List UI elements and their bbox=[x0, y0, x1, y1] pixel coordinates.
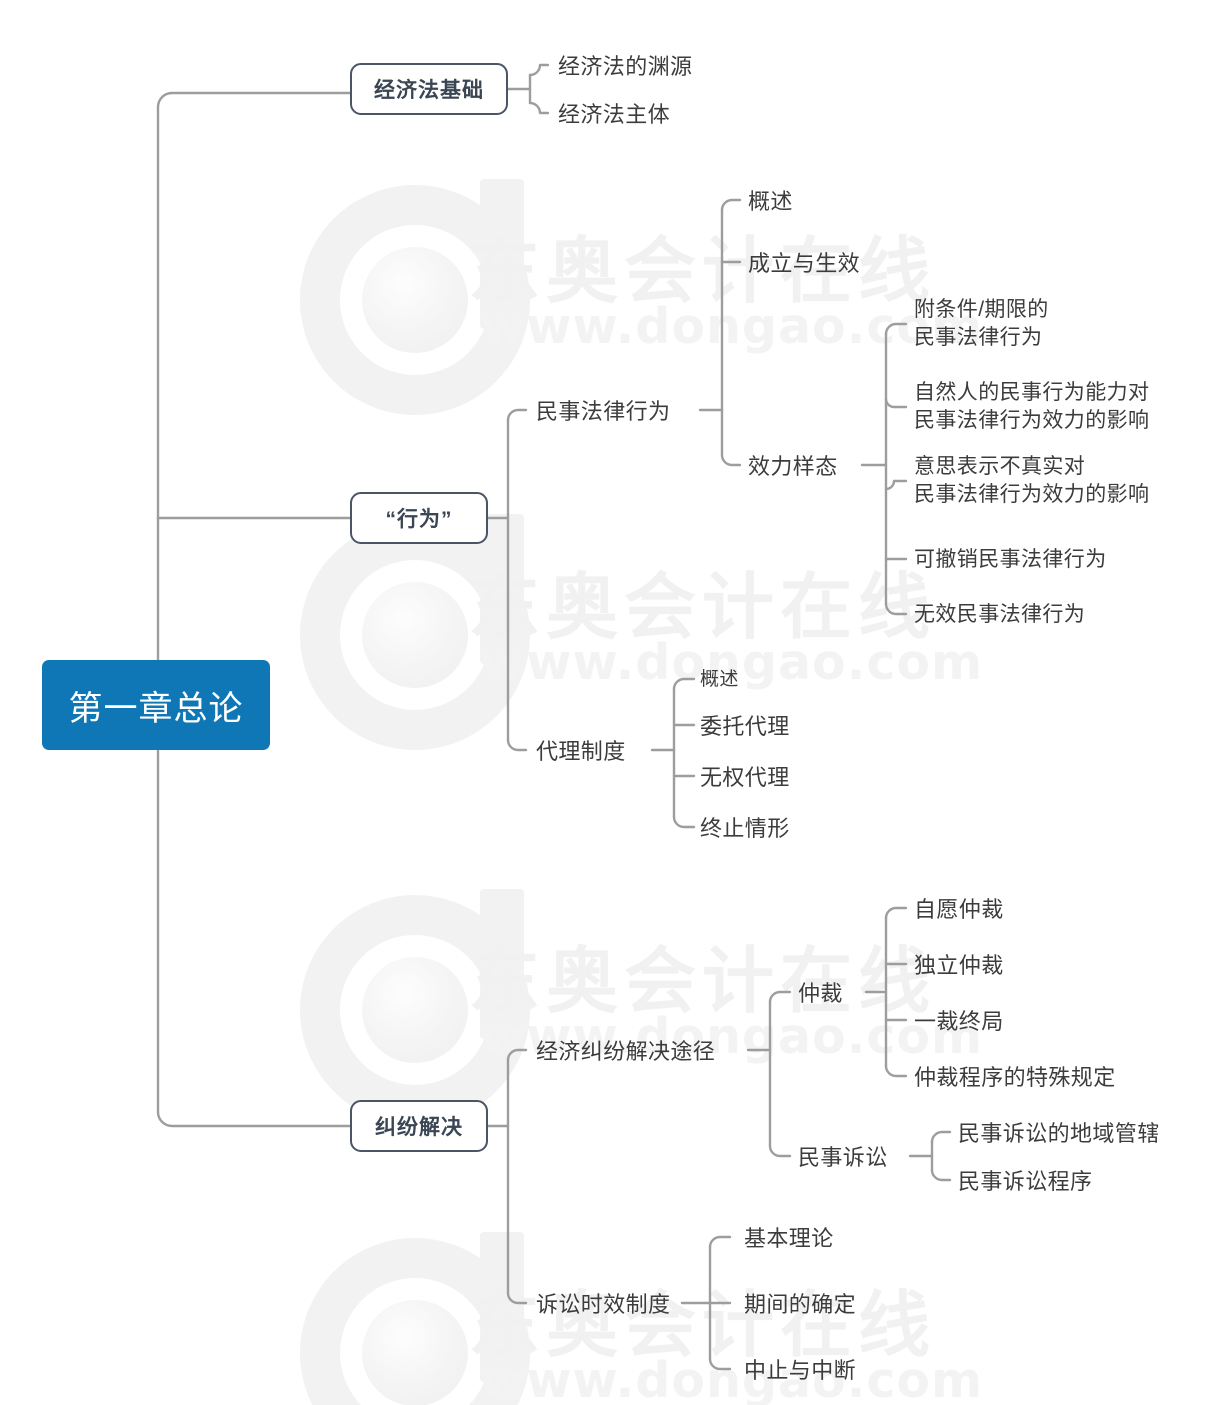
node-minshi-susong[interactable]: 民事诉讼 bbox=[798, 1145, 888, 1170]
leaf-minshi-susong-diyu-guanxia[interactable]: 民事诉讼的地域管辖 bbox=[958, 1121, 1160, 1146]
leaf-weituo-daili[interactable]: 委托代理 bbox=[700, 714, 790, 739]
branch-node-jiufen-jiejue[interactable]: 纠纷解决 bbox=[350, 1100, 488, 1152]
dongao-d-logo-icon bbox=[300, 889, 530, 1125]
leaf-chengli-yu-shengxiao[interactable]: 成立与生效 bbox=[748, 251, 861, 276]
leaf-futiaojian-qixian[interactable]: 附条件/期限的 民事法律行为 bbox=[914, 298, 1049, 350]
leaf-wuquan-daili[interactable]: 无权代理 bbox=[700, 765, 790, 790]
root-node[interactable]: 第一章总论 bbox=[42, 660, 270, 750]
watermark-brand-text: 东奥会计在线 bbox=[468, 229, 937, 313]
leaf-zhongzhi-qingxing[interactable]: 终止情形 bbox=[700, 816, 790, 841]
dongao-d-logo-icon bbox=[300, 179, 530, 415]
leaf-zhongzhi-yu-zhongduan[interactable]: 中止与中断 bbox=[744, 1358, 857, 1383]
leaf-ziranren-xingwei-nengli[interactable]: 自然人的民事行为能力对 民事法律行为效力的影响 bbox=[914, 381, 1150, 433]
leaf-yicai-zhongju[interactable]: 一裁终局 bbox=[914, 1009, 1004, 1034]
branch-node-jingjifa-jichu[interactable]: 经济法基础 bbox=[350, 63, 508, 115]
leaf-jingjifa-zhuti[interactable]: 经济法主体 bbox=[558, 102, 671, 127]
leaf-duli-zhongcai[interactable]: 独立仲裁 bbox=[914, 953, 1004, 978]
leaf-daili-gaishu[interactable]: 概述 bbox=[700, 669, 739, 690]
leaf-yisi-biaoshi-bu-zhenshi[interactable]: 意思表示不真实对 民事法律行为效力的影响 bbox=[914, 455, 1150, 507]
node-susong-shixiao-zhidu[interactable]: 诉讼时效制度 bbox=[536, 1292, 671, 1317]
leaf-zhongcai-chengxu-teshu-guiding[interactable]: 仲裁程序的特殊规定 bbox=[914, 1065, 1116, 1090]
watermark-brand-text: 东奥会计在线 bbox=[468, 565, 937, 649]
node-zhongcai[interactable]: 仲裁 bbox=[798, 981, 843, 1006]
leaf-minshi-susong-chengxu[interactable]: 民事诉讼程序 bbox=[958, 1169, 1093, 1194]
watermark-brand-text: 东奥会计在线 bbox=[468, 939, 937, 1023]
leaf-ziyuan-zhongcai[interactable]: 自愿仲裁 bbox=[914, 897, 1004, 922]
node-daili-zhidu[interactable]: 代理制度 bbox=[536, 739, 626, 764]
dongao-d-logo-icon bbox=[300, 1232, 530, 1405]
watermark-url-text: www.dongao.com bbox=[480, 298, 984, 355]
watermark-url-text: www.dongao.com bbox=[480, 1352, 984, 1405]
node-minshi-falv-xingwei[interactable]: 民事法律行为 bbox=[536, 399, 671, 424]
leaf-wuxiao-minshi-falv-xingwei[interactable]: 无效民事法律行为 bbox=[914, 603, 1086, 626]
branch-node-xingwei[interactable]: “行为” bbox=[350, 492, 488, 544]
leaf-jingjifa-yuanyuan[interactable]: 经济法的渊源 bbox=[558, 54, 693, 79]
leaf-qijian-de-queding[interactable]: 期间的确定 bbox=[744, 1292, 857, 1317]
dongao-d-logo-icon bbox=[300, 514, 530, 750]
leaf-minshi-gaishu[interactable]: 概述 bbox=[748, 189, 793, 214]
leaf-jiben-lilun[interactable]: 基本理论 bbox=[744, 1226, 834, 1251]
leaf-kechexiao-minshi-falv-xingwei[interactable]: 可撤销民事法律行为 bbox=[914, 548, 1107, 571]
node-xiaoli-yangtai[interactable]: 效力样态 bbox=[748, 454, 838, 479]
node-jingji-jiufen-jiejue-tujing[interactable]: 经济纠纷解决途径 bbox=[536, 1039, 716, 1064]
